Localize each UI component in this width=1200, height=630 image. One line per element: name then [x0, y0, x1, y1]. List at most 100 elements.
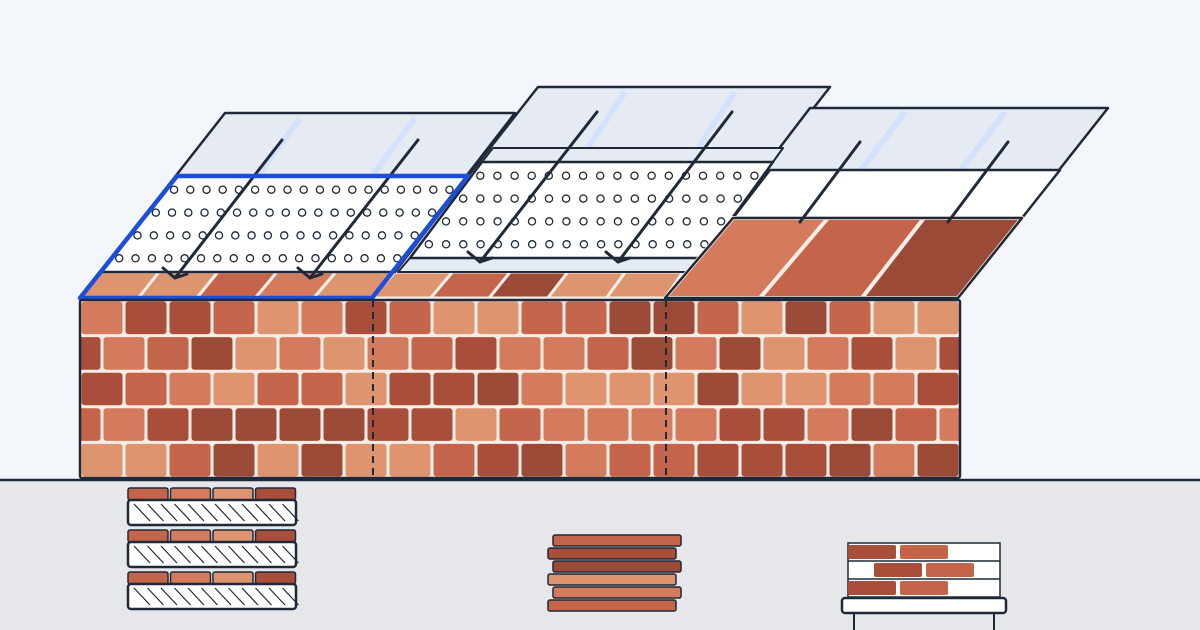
perforation-hole [527, 240, 537, 249]
perforation-hole [278, 254, 288, 263]
hatch-line [214, 545, 232, 564]
perforation-hole [294, 254, 304, 263]
perforation-hole [343, 254, 353, 263]
perforation-hole [682, 240, 692, 249]
hatch-line [174, 503, 191, 522]
wall-brick [807, 408, 849, 441]
hatch-line [147, 545, 164, 564]
hatch-line [214, 503, 232, 522]
perforation-hole [424, 240, 434, 249]
hatch-line [268, 587, 286, 606]
wall-brick [939, 408, 960, 441]
wall-brick [653, 443, 695, 477]
perforation-hole [445, 185, 454, 194]
wall-brick [103, 337, 145, 370]
wall-brick [389, 301, 431, 335]
perforation-hole [315, 185, 325, 194]
wall-brick [433, 301, 475, 335]
perforation-hole [562, 240, 571, 249]
wall-brick [697, 443, 739, 477]
perforation-hole [476, 217, 485, 226]
pile-brick [547, 599, 677, 612]
perforation-hole [595, 171, 605, 180]
perforation-hole [441, 217, 451, 226]
perforation-hole [377, 231, 387, 240]
perforation-hole [345, 231, 354, 240]
wall-brick [873, 301, 915, 335]
perforation-hole [493, 171, 502, 180]
stacked-brick [254, 487, 297, 501]
perforation-hole [202, 185, 211, 194]
perforation-hole [750, 171, 759, 180]
wall-brick [235, 337, 277, 370]
perforation-hole [647, 171, 656, 180]
brick-wall [78, 298, 962, 480]
wall-brick [169, 443, 211, 477]
perforation-hole [459, 240, 468, 249]
perforation-hole [630, 171, 639, 180]
perforation-hole [527, 171, 536, 180]
perforation-hole [196, 254, 206, 263]
wall-brick [675, 408, 717, 441]
perforation-hole [247, 231, 256, 240]
hatch-line [255, 587, 272, 606]
perforation-hole [245, 254, 255, 263]
perforation-hole [133, 231, 142, 240]
stacked-brick [169, 529, 212, 543]
plank-outline [663, 216, 1024, 300]
perforation-hole [296, 231, 305, 240]
shelf-brick [926, 563, 974, 577]
wall-brick [213, 301, 255, 335]
rafter-arrow [161, 266, 189, 280]
hatch-line [268, 503, 286, 522]
perforation-hole [733, 171, 742, 180]
wall-brick [521, 372, 563, 406]
perforation-hole [476, 240, 485, 249]
wall-brick [609, 301, 651, 335]
wall-brick [499, 337, 541, 370]
perforation-hole [346, 208, 356, 217]
shelf-brick [848, 581, 896, 595]
wall-brick [741, 443, 783, 477]
wall-brick [301, 443, 343, 477]
hatch-line [282, 587, 299, 606]
perforation-hole [682, 194, 691, 203]
wall-brick [763, 337, 805, 370]
perforation-hole [165, 231, 175, 240]
wall-brick [455, 337, 497, 370]
perforation-hole [265, 208, 274, 217]
hatch-line [187, 545, 205, 564]
perforation-hole [167, 208, 177, 217]
stacked-brick [254, 571, 297, 585]
wall-brick [609, 372, 651, 406]
perforation-hole [716, 194, 725, 203]
wall-brick [829, 372, 871, 406]
rafter-line [798, 140, 862, 224]
perforation-hole [699, 217, 709, 226]
wall-brick [719, 408, 761, 441]
rafter-arrow [604, 250, 632, 264]
panel-rail-2 [481, 147, 784, 163]
hatch-line [241, 587, 259, 606]
perforation-hole [362, 208, 372, 217]
perforation-hole [395, 208, 404, 217]
brick-stack-icon [547, 534, 682, 612]
wall-brick [543, 337, 585, 370]
wall-brick [191, 408, 233, 441]
pile-brick [547, 573, 677, 586]
rafter-line [478, 110, 599, 264]
pile-brick [552, 560, 682, 573]
wall-brick [411, 337, 453, 370]
perforation-hole [267, 185, 276, 194]
perforation-hole [376, 254, 386, 263]
hatch-line [174, 587, 191, 606]
perforation-hole [458, 217, 468, 226]
wall-brick [631, 408, 673, 441]
wall-brick [367, 337, 409, 370]
rafter-line [308, 138, 420, 280]
wall-brick [477, 301, 519, 335]
perforation-hole [410, 231, 419, 240]
wall-brick [631, 337, 673, 370]
perforation-hole [263, 231, 273, 240]
